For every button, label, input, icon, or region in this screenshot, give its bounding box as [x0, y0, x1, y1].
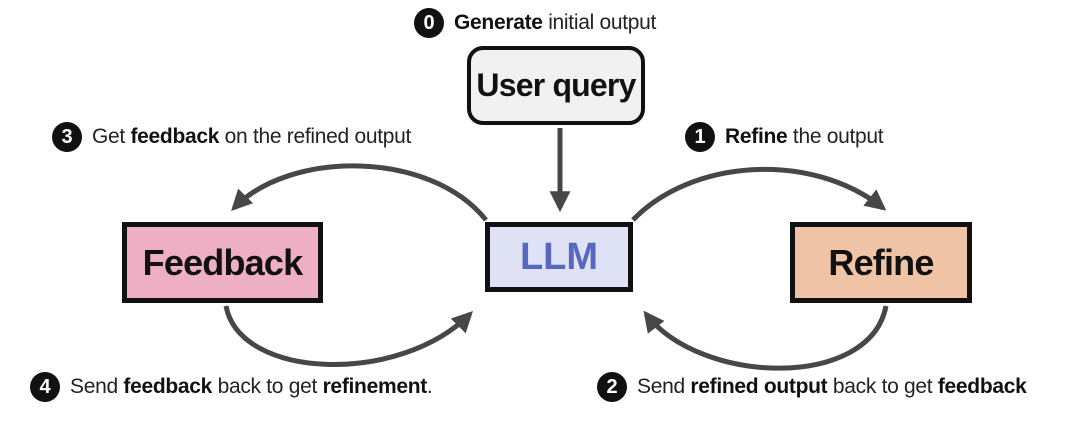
step-2-pre: Send	[637, 375, 691, 398]
step-4-label: 4 Send feedback back to get refinement.	[30, 372, 433, 402]
feedback-box: Feedback	[122, 222, 323, 303]
step-0-number-icon: 0	[414, 8, 444, 38]
step-1-bold: Refine	[725, 125, 788, 148]
step-3-text: on the refined output	[219, 125, 412, 148]
step-4-end: .	[426, 375, 433, 398]
step-0-text: initial output	[542, 11, 657, 34]
arrow-refine-to-llm	[643, 305, 889, 371]
step-2-label: 2 Send refined output back to get feedba…	[597, 372, 1027, 402]
step-4-bold: feedback	[123, 375, 213, 398]
step-1-label: 1 Refine the output	[685, 122, 884, 152]
step-2-bold-2: feedback	[937, 375, 1027, 398]
step-3-number-icon: 3	[52, 122, 82, 152]
llm-box: LLM	[485, 222, 633, 292]
step-2-number-icon: 2	[597, 372, 627, 402]
step-2-bold: refined output	[690, 375, 828, 398]
step-4-mid: back to get	[212, 375, 323, 398]
arrow-llm-to-refine	[631, 166, 887, 222]
step-3-bold: feedback	[130, 125, 220, 148]
arrow-llm-to-feedback	[231, 163, 488, 222]
step-3-pre: Get	[92, 125, 131, 148]
step-2-mid: back to get	[827, 375, 938, 398]
user-query-box: User query	[467, 46, 645, 125]
step-3-label: 3 Get feedback on the refined output	[52, 122, 411, 152]
step-1-text: the output	[787, 125, 884, 148]
step-1-number-icon: 1	[685, 122, 715, 152]
refine-box: Refine	[790, 222, 972, 303]
step-4-bold-2: refinement	[322, 375, 428, 398]
step-0-label: 0 Generate initial output	[414, 8, 656, 38]
step-4-pre: Send	[70, 375, 124, 398]
step-0-bold: Generate	[454, 11, 543, 34]
arrow-feedback-to-llm	[223, 305, 473, 367]
step-4-number-icon: 4	[30, 372, 60, 402]
